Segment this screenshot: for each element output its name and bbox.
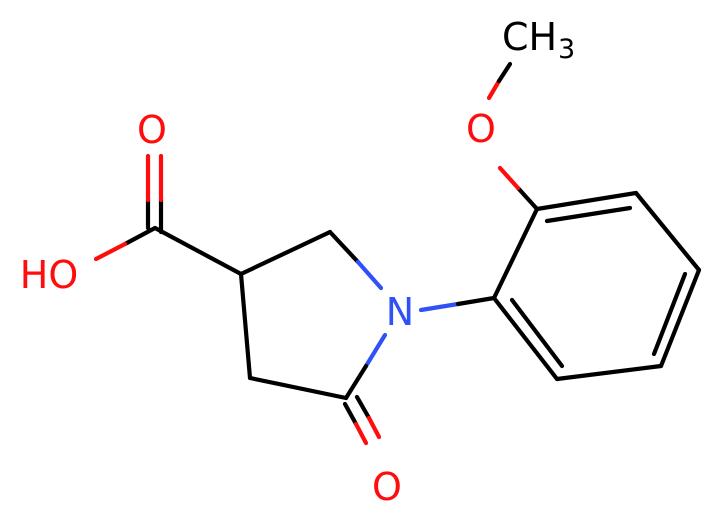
bond-o-ch3-red: [486, 78, 502, 101]
bond-c2-n-blue: [355, 259, 384, 291]
bond-c2-n-black: [327, 229, 361, 265]
ring-nitrogen-label: N: [386, 290, 414, 334]
n-aryl-linkage: [418, 295, 497, 313]
bond-ar-2-3: [554, 363, 664, 382]
bond-cooh-oh-black: [122, 225, 158, 247]
carboxylic-acid: [93, 153, 244, 277]
bond-c5-c4: [247, 375, 349, 401]
bond-n-c5-black: [343, 363, 369, 401]
bond-ar-3-4: [658, 267, 702, 369]
lactam-carbonyl: [342, 394, 382, 446]
bond-ar-1-2: [491, 295, 560, 382]
bond-co-a-red: [353, 421, 369, 446]
methoxy-group: [486, 61, 540, 212]
hydroxyl-label: HO: [20, 253, 78, 297]
bond-ar-inner-b: [651, 271, 688, 357]
benzene-ring: [491, 190, 702, 382]
ether-oxygen-label: O: [466, 107, 496, 151]
methyl-subscript: 3: [558, 34, 575, 65]
bond-co-a-black: [342, 401, 359, 427]
methyl-label: CH 3: [502, 15, 575, 65]
carboxyl-oxygen-label: O: [137, 108, 167, 152]
bond-n-aryl-blue: [418, 301, 461, 313]
bond-co-b-red: [366, 415, 382, 440]
bond-ar-o-red: [497, 165, 521, 191]
bond-ar-inner-c: [544, 205, 633, 224]
carbonyl-oxygen-label: O: [372, 465, 402, 509]
methyl-ch-text: CH: [502, 15, 557, 59]
bond-o-ch3-black: [496, 61, 513, 84]
bond-n-c5-blue: [363, 332, 388, 369]
bond-ar-inner-a: [509, 297, 565, 369]
bond-co-b-black: [354, 394, 372, 421]
bond-c3-cooh: [152, 225, 244, 277]
bond-c4-c3: [238, 271, 253, 381]
bond-ar-o-black: [515, 185, 540, 212]
bond-c3-c2: [238, 229, 333, 277]
bond-cooh-oh-red: [93, 241, 128, 262]
bond-ar-4-5: [633, 190, 702, 273]
bond-ar-5-6: [534, 190, 639, 212]
bond-ar-6-1: [491, 206, 540, 301]
pyrrolidinone-ring: [238, 229, 388, 401]
bond-n-aryl-black: [455, 295, 497, 307]
